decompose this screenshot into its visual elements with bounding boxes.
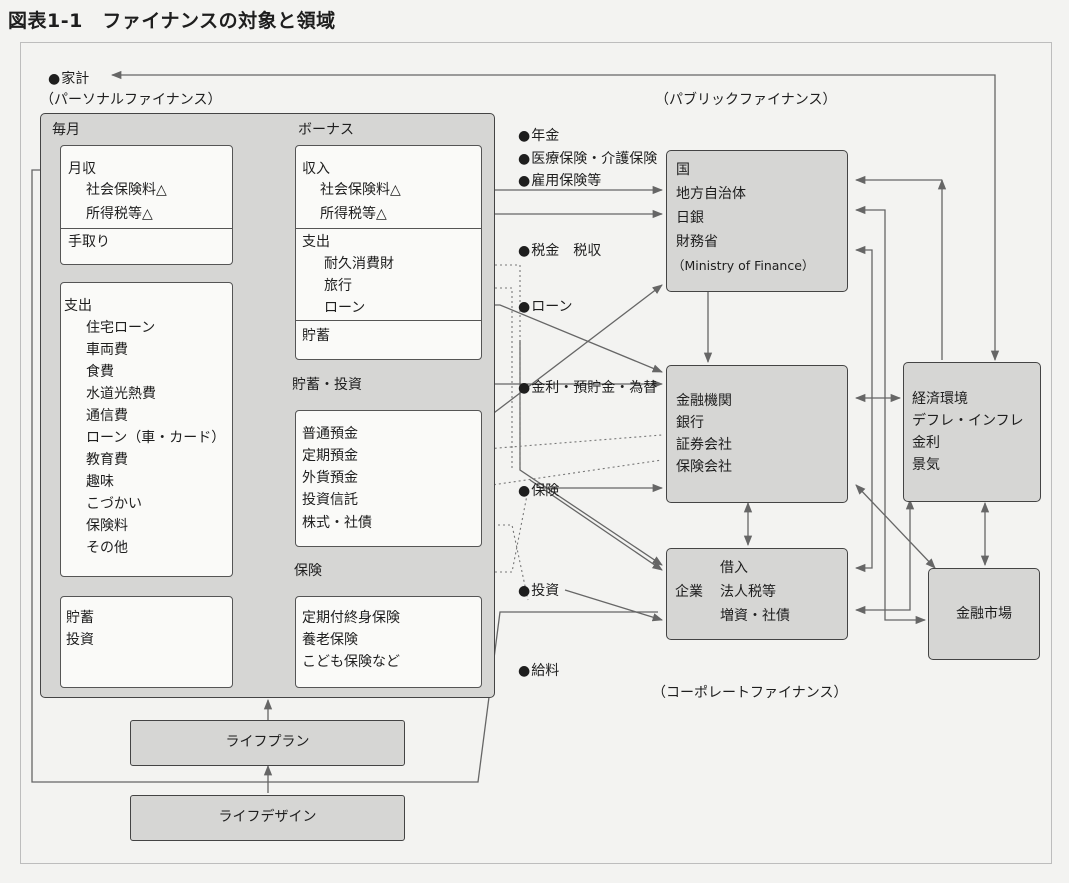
expense-item: 住宅ローン xyxy=(86,320,156,336)
savings-item: 貯蓄 xyxy=(66,610,94,626)
monthly-savings-box xyxy=(60,596,233,688)
corporate-finance-caption: （コーポレートファイナンス） xyxy=(652,685,848,701)
monthly-expense-title: 支出 xyxy=(64,298,92,314)
medical-flow: 医療保険・介護保険 xyxy=(518,148,657,168)
investment-flow: 投資 xyxy=(518,580,559,600)
expense-item: 食費 xyxy=(86,364,114,380)
monthly-expense-box xyxy=(60,282,233,577)
expense-item: 趣味 xyxy=(86,474,114,490)
economy-item: 金利 xyxy=(912,435,940,451)
expense-item: 教育費 xyxy=(86,452,128,468)
employment-flow: 雇用保険等 xyxy=(518,170,601,190)
monthly-income: 月収 xyxy=(68,161,96,177)
economy-item: デフレ・インフレ xyxy=(912,413,1024,429)
product-item: 普通預金 xyxy=(302,426,358,442)
corporate-label: 企業 xyxy=(675,584,703,600)
divider xyxy=(296,320,481,321)
public-item: 地方自治体 xyxy=(676,186,746,202)
travel: 旅行 xyxy=(324,278,352,294)
corporate-box xyxy=(666,548,848,640)
financial-item: 銀行 xyxy=(676,415,704,431)
figure-title: 図表1-1 ファイナンスの対象と領域 xyxy=(8,10,336,32)
life-design-label: ライフデザイン xyxy=(218,809,317,825)
corporate-item: 増資・社債 xyxy=(720,608,790,624)
bonus-savings: 貯蓄 xyxy=(302,328,330,344)
expense-item: 車両費 xyxy=(86,342,128,358)
financial-item: 証券会社 xyxy=(676,437,732,453)
product-item: 株式・社債 xyxy=(302,515,372,531)
economy-item: 景気 xyxy=(912,457,940,473)
divider xyxy=(61,228,232,229)
social-insurance-deduction: 社会保険料△ xyxy=(86,182,167,198)
corporate-item: 法人税等 xyxy=(720,584,776,600)
public-box xyxy=(666,150,848,292)
expense-item: こづかい xyxy=(86,496,142,512)
expense-item: その他 xyxy=(86,540,128,556)
corporate-item: 借入 xyxy=(720,560,748,576)
financial-item: 金融機関 xyxy=(676,393,732,409)
insurance-types-box xyxy=(295,596,482,688)
bonus-loan: ローン xyxy=(324,300,366,316)
financial-item: 保険会社 xyxy=(676,459,732,475)
financial-products-box xyxy=(295,410,482,547)
financial-market-label: 金融市場 xyxy=(956,606,1012,622)
expense-item: ローン（車・カード） xyxy=(86,430,226,446)
pension-flow: 年金 xyxy=(518,125,559,145)
financial-market-box xyxy=(928,568,1040,660)
durable-goods: 耐久消費財 xyxy=(324,256,394,272)
household-label: 家計 xyxy=(48,68,89,88)
take-home-pay: 手取り xyxy=(68,234,110,250)
bonus-income-tax: 所得税等△ xyxy=(320,206,387,222)
bonus-heading: ボーナス xyxy=(298,122,354,138)
public-item: （Ministry of Finance） xyxy=(672,258,815,273)
insurance-type: 定期付終身保険 xyxy=(302,610,400,626)
public-item: 国 xyxy=(676,162,690,178)
income-tax-deduction: 所得税等△ xyxy=(86,206,153,222)
bonus-social-insurance: 社会保険料△ xyxy=(320,182,401,198)
product-item: 外貨預金 xyxy=(302,470,358,486)
insurance-type: こども保険など xyxy=(302,654,400,670)
investment-item: 投資 xyxy=(66,632,94,648)
life-plan-box xyxy=(130,720,405,766)
salary-flow: 給料 xyxy=(518,660,559,680)
savings-investment-label: 貯蓄・投資 xyxy=(292,377,362,393)
expense-item: 通信費 xyxy=(86,408,128,424)
bonus-income: 収入 xyxy=(302,161,330,177)
product-item: 定期預金 xyxy=(302,448,358,464)
insurance-label: 保険 xyxy=(294,563,322,579)
divider xyxy=(296,228,481,229)
economy-item: 経済環境 xyxy=(912,391,968,407)
insurance-flow: 保険 xyxy=(518,480,559,500)
public-finance-caption: （パブリックファイナンス） xyxy=(655,92,837,108)
tax-flow: 税金 税収 xyxy=(518,240,601,260)
financial-institutions-box xyxy=(666,365,848,503)
monthly-income-box xyxy=(60,145,233,265)
product-item: 投資信託 xyxy=(302,492,358,508)
life-plan-label: ライフプラン xyxy=(225,734,310,750)
economy-box xyxy=(903,362,1041,502)
life-design-box xyxy=(130,795,405,841)
insurance-type: 養老保険 xyxy=(302,632,358,648)
figure-frame xyxy=(20,42,1052,864)
bonus-expense-title: 支出 xyxy=(302,234,330,250)
monthly-heading: 毎月 xyxy=(52,122,80,138)
expense-item: 水道光熱費 xyxy=(86,386,156,402)
public-item: 日銀 xyxy=(676,210,704,226)
personal-finance-caption: （パーソナルファイナンス） xyxy=(40,92,222,108)
public-item: 財務省 xyxy=(676,234,718,250)
loan-flow: ローン xyxy=(518,296,572,316)
expense-item: 保険料 xyxy=(86,518,128,534)
rates-flow: 金利・預貯金・為替 xyxy=(518,377,657,397)
bonus-box xyxy=(295,145,482,360)
